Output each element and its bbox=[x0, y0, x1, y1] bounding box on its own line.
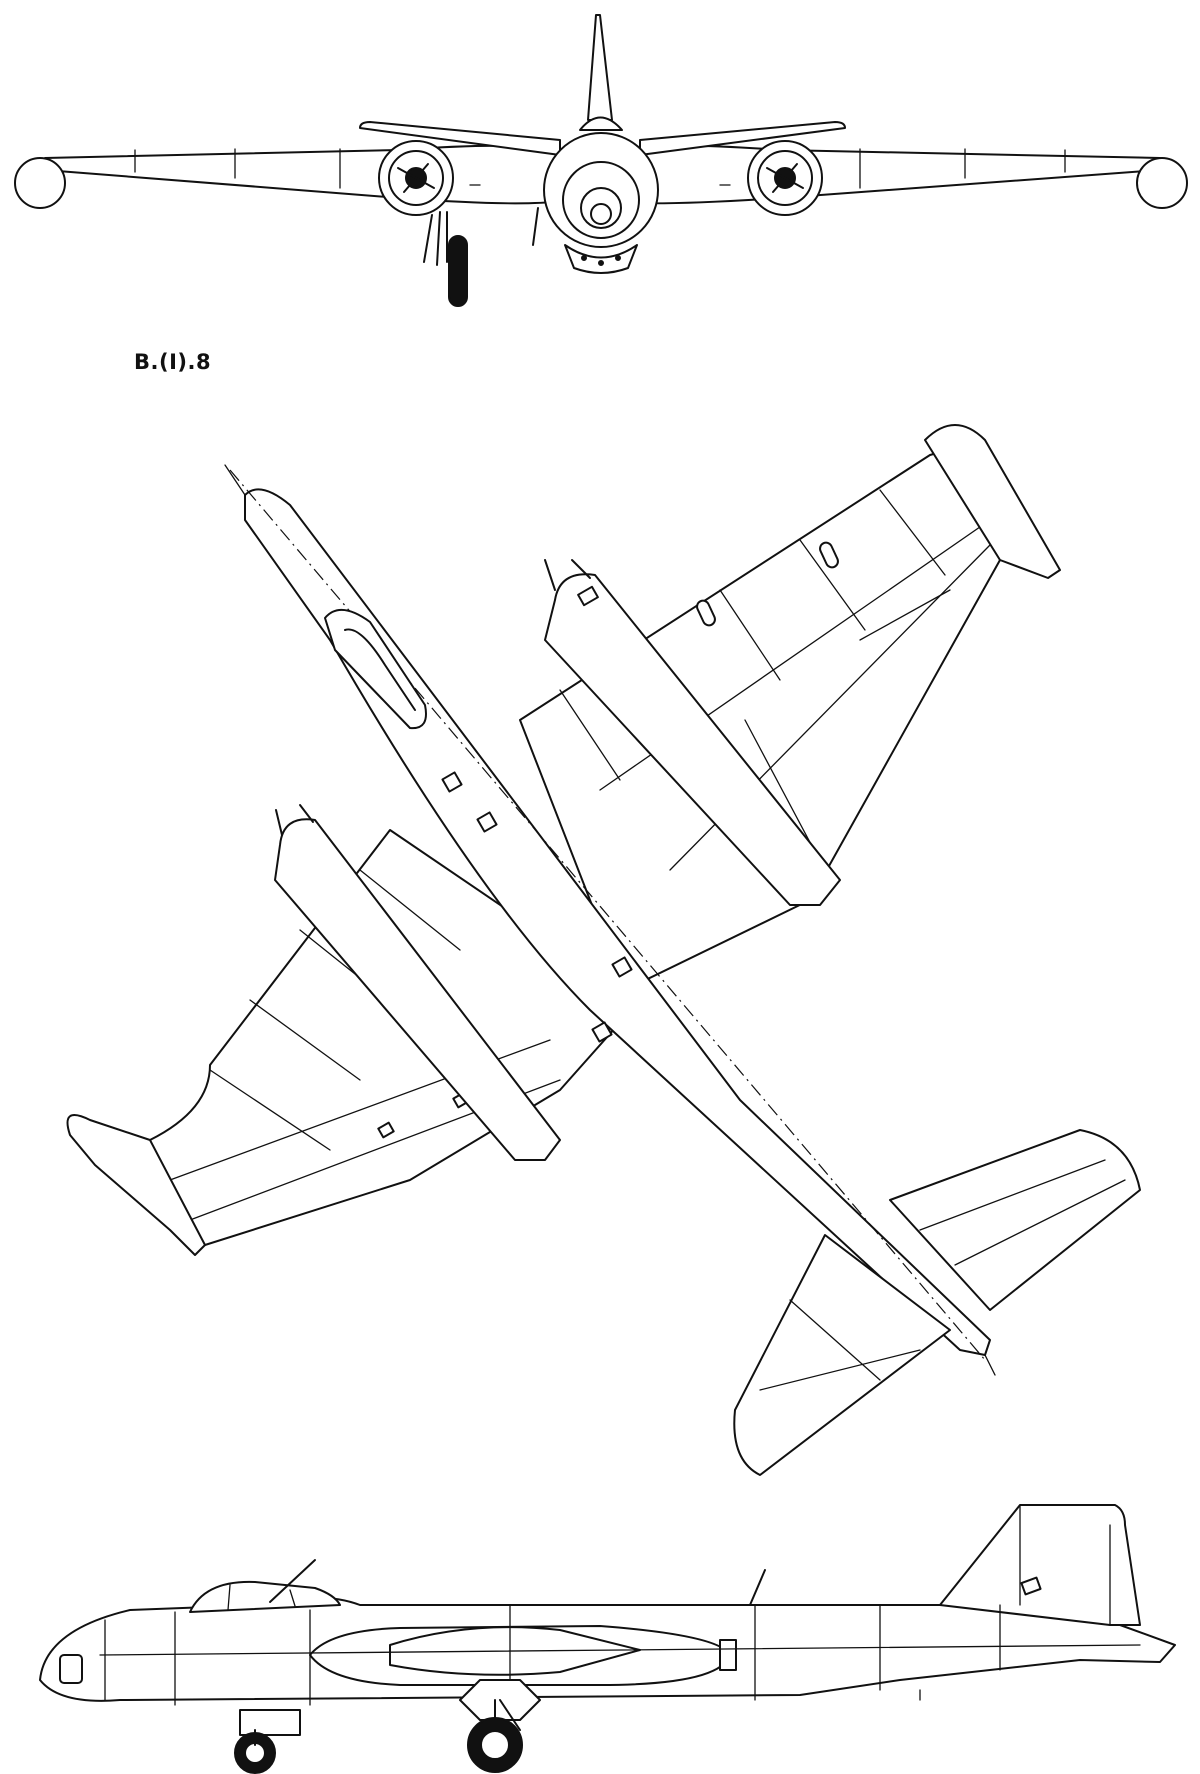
left-wingtip-tank bbox=[14, 157, 66, 209]
side-canopy bbox=[189, 1580, 341, 1613]
front-view bbox=[14, 14, 1188, 307]
right-wingtip-tank bbox=[924, 424, 1061, 579]
left-engine-intake bbox=[378, 140, 454, 216]
fuselage bbox=[244, 488, 991, 1356]
left-tailplane bbox=[733, 1234, 951, 1476]
fuselage-cross-section bbox=[543, 132, 659, 248]
main-landing-gear bbox=[423, 207, 539, 307]
variant-label: B.(I).8 bbox=[134, 350, 212, 374]
side-main-gear bbox=[459, 1679, 541, 1773]
side-engine-nacelle bbox=[309, 1625, 731, 1686]
canopy bbox=[324, 609, 427, 730]
left-wing bbox=[149, 829, 641, 1246]
right-engine-nacelle bbox=[544, 573, 841, 906]
right-tailplane bbox=[889, 1129, 1141, 1311]
side-view bbox=[39, 1504, 1176, 1774]
right-engine-intake bbox=[747, 140, 823, 216]
side-fin bbox=[939, 1504, 1141, 1626]
left-wingtip-tank bbox=[66, 1114, 206, 1256]
plan-view bbox=[66, 424, 1141, 1476]
side-nose-gear bbox=[234, 1709, 301, 1774]
right-wingtip-tank bbox=[1136, 157, 1188, 209]
